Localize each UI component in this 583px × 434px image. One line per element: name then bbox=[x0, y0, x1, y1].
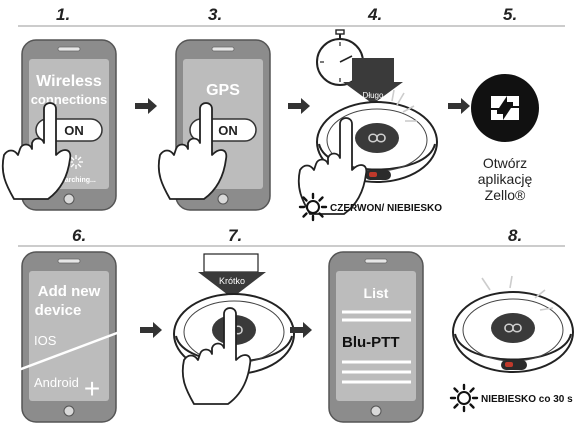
add-plus-icon[interactable]: + bbox=[84, 373, 100, 404]
short-press-label: Krótko bbox=[219, 276, 245, 286]
step-number-8: 8. bbox=[508, 226, 522, 245]
long-press-label: Długo bbox=[363, 91, 384, 100]
ios-option[interactable]: IOS bbox=[34, 333, 57, 348]
device-title: device bbox=[35, 302, 82, 319]
led-glow bbox=[391, 89, 417, 122]
gps-title: GPS bbox=[206, 82, 240, 99]
step-number-6: 6. bbox=[72, 226, 86, 245]
long-press-arrow bbox=[343, 58, 403, 104]
phone-step6: Add new device IOS Android + bbox=[21, 251, 117, 423]
connections-title: connections bbox=[31, 92, 108, 107]
arrow-right-icon bbox=[135, 98, 157, 114]
zello-line2: aplikację bbox=[478, 171, 533, 187]
sun-led-icon bbox=[298, 192, 328, 222]
arrow-right-icon bbox=[140, 322, 162, 338]
zello-logo-icon bbox=[471, 74, 539, 142]
step4-led-caption: CZERWON/ NIEBIESKO bbox=[330, 203, 442, 214]
short-press-arrow bbox=[198, 272, 266, 298]
led-glow bbox=[481, 275, 554, 311]
step-number-3: 3. bbox=[208, 5, 222, 24]
step-number-5: 5. bbox=[503, 5, 517, 24]
sun-led-icon bbox=[449, 383, 479, 413]
gps-on-label: ON bbox=[218, 123, 238, 138]
ptt-device-step8 bbox=[452, 291, 574, 373]
zello-line1: Otwórz bbox=[483, 155, 527, 171]
searching-spinner-icon bbox=[69, 155, 83, 169]
android-option[interactable]: Android bbox=[34, 375, 79, 390]
wireless-on-label: ON bbox=[64, 123, 84, 138]
arrow-right-icon bbox=[288, 98, 310, 114]
add-new-title: Add new bbox=[38, 283, 101, 300]
searching-status: Searching... bbox=[56, 177, 96, 184]
step-number-4: 4. bbox=[367, 5, 382, 24]
step-number-1: 1. bbox=[56, 5, 70, 24]
phone-step8-list: List Blu-PTT bbox=[328, 251, 424, 423]
zello-line3: Zello® bbox=[485, 187, 526, 203]
arrow-right-icon bbox=[448, 98, 470, 114]
step-number-7: 7. bbox=[228, 226, 242, 245]
list-title: List bbox=[364, 285, 389, 301]
short-press-box bbox=[203, 253, 259, 273]
blu-ptt-item[interactable]: Blu-PTT bbox=[342, 334, 400, 351]
step8-led-caption: NIEBIESKO co 30 s bbox=[481, 394, 573, 405]
wireless-title: Wireless bbox=[36, 73, 102, 90]
screen-divider-line bbox=[0, 328, 126, 379]
